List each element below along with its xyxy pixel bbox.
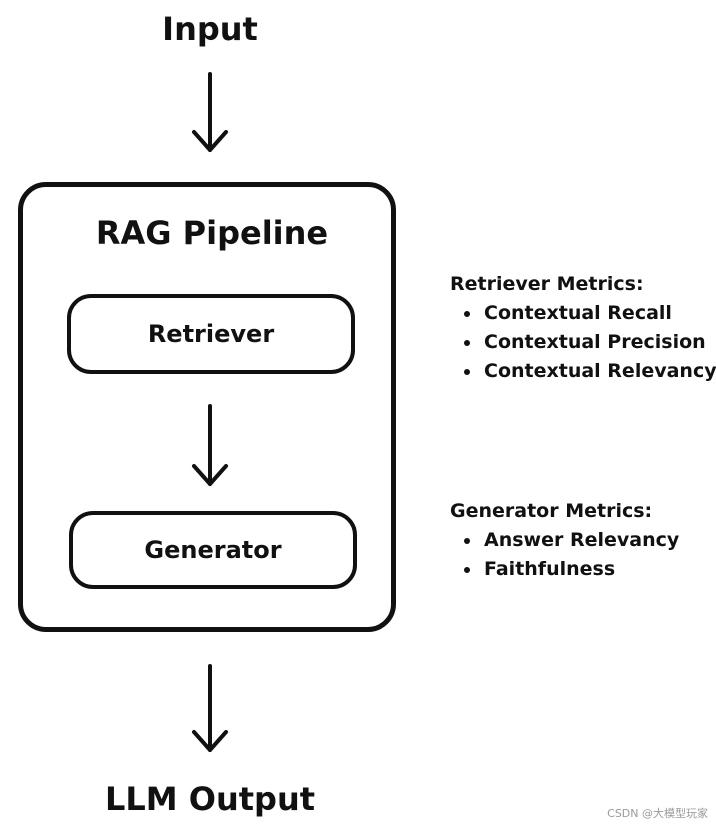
list-item: Contextual Relevancy — [450, 357, 716, 386]
generator-label: Generator — [144, 536, 282, 564]
metric-label: Contextual Precision — [484, 331, 706, 353]
generator-metrics-heading: Generator Metrics: — [450, 500, 653, 522]
pipeline-title: RAG Pipeline — [95, 214, 329, 252]
list-item: Contextual Precision — [450, 328, 716, 357]
bullet-icon — [464, 340, 470, 346]
generator-metrics-list: Answer Relevancy Faithfulness — [450, 526, 679, 584]
arrow-down-icon — [192, 72, 228, 152]
list-item: Faithfulness — [450, 555, 679, 584]
metric-label: Contextual Recall — [484, 302, 672, 324]
generator-box: Generator — [69, 511, 357, 589]
retriever-metrics-heading: Retriever Metrics: — [450, 273, 644, 295]
generator-metrics: Generator Metrics: Answer Relevancy Fait… — [450, 497, 679, 584]
metric-label: Contextual Relevancy — [484, 360, 716, 382]
bullet-icon — [464, 567, 470, 573]
retriever-metrics: Retriever Metrics: Contextual Recall Con… — [450, 270, 716, 386]
rag-pipeline-box — [18, 182, 396, 632]
arrow-down-icon — [192, 664, 228, 752]
retriever-label: Retriever — [147, 320, 275, 348]
bullet-icon — [464, 311, 470, 317]
retriever-metrics-list: Contextual Recall Contextual Precision C… — [450, 299, 716, 386]
arrow-down-icon — [192, 404, 228, 486]
list-item: Contextual Recall — [450, 299, 716, 328]
output-label: LLM Output — [104, 780, 316, 818]
metric-label: Answer Relevancy — [484, 529, 680, 551]
bullet-icon — [464, 538, 470, 544]
bullet-icon — [464, 369, 470, 375]
input-label: Input — [162, 10, 258, 48]
metric-label: Faithfulness — [484, 558, 616, 580]
retriever-box: Retriever — [67, 294, 355, 374]
list-item: Answer Relevancy — [450, 526, 679, 555]
watermark: CSDN @大模型玩家 — [607, 807, 708, 820]
